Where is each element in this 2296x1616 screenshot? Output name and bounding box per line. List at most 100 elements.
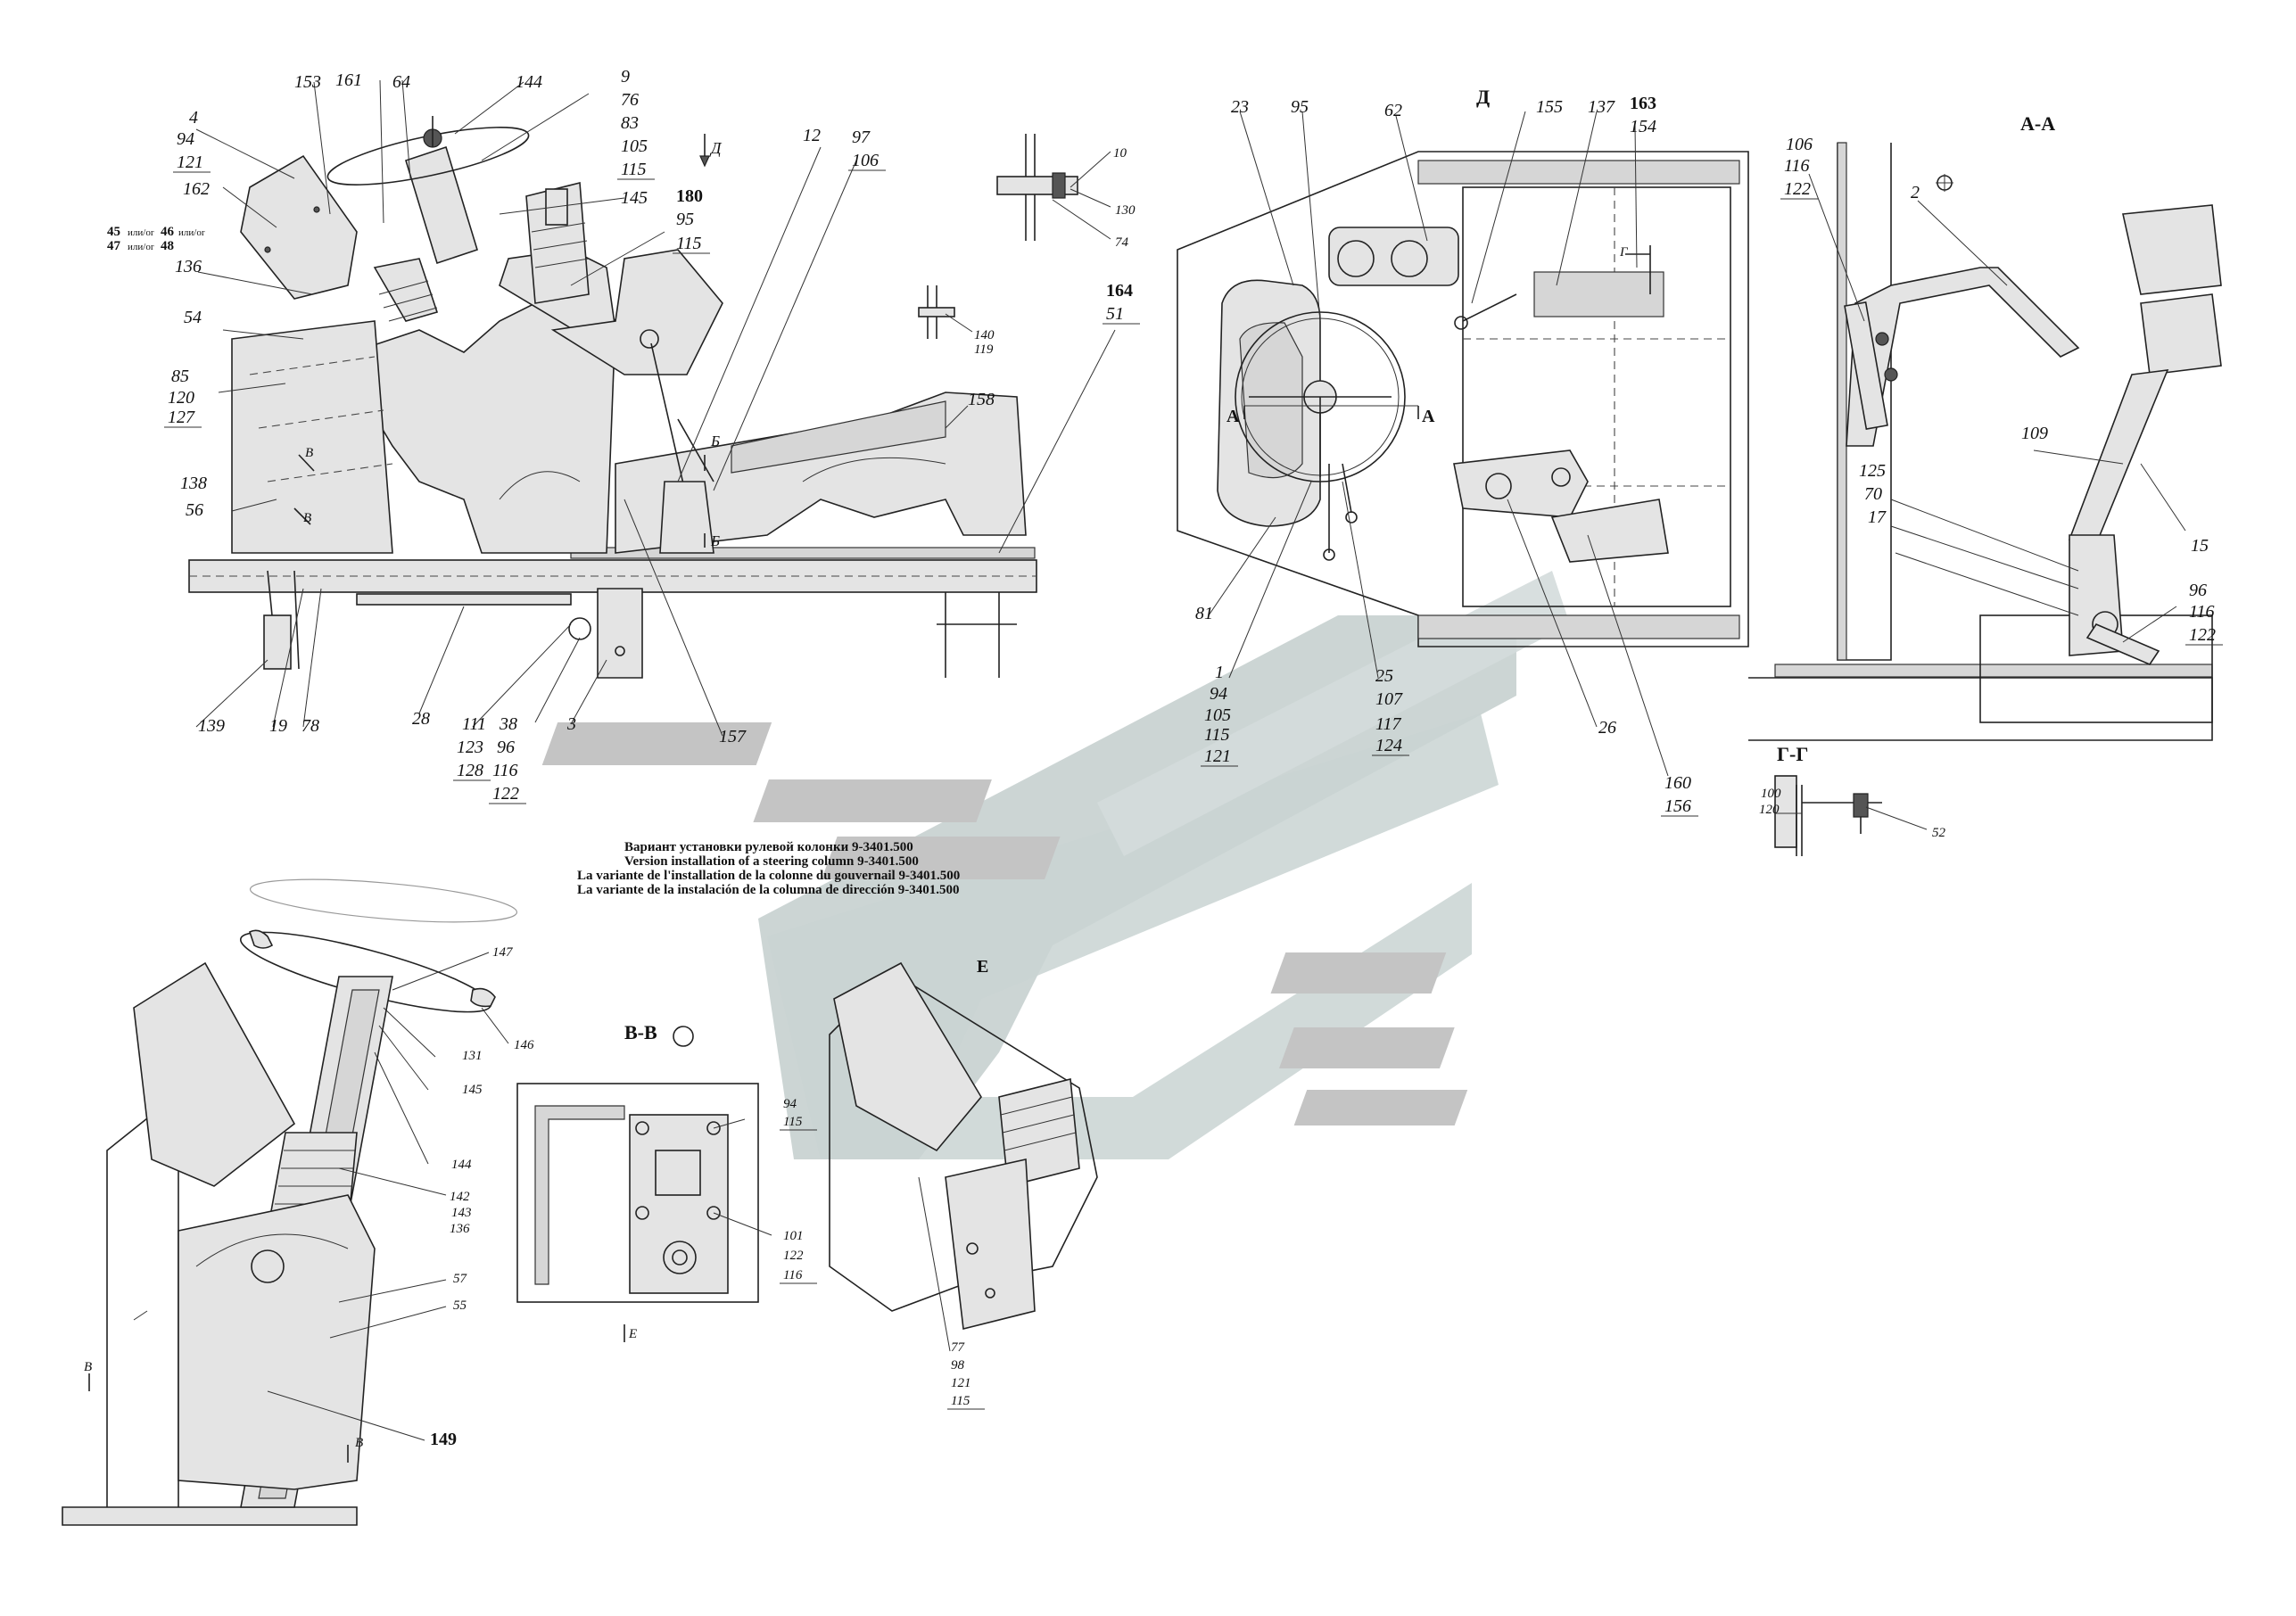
callout-c64: 64 bbox=[392, 72, 410, 92]
callout-c139: 139 bbox=[198, 716, 225, 736]
section-mark-v1: В bbox=[305, 446, 313, 460]
section-mark-v4: В bbox=[355, 1436, 363, 1450]
callout-c122d: 122 bbox=[783, 1249, 804, 1263]
callout-c115a: 115 bbox=[621, 160, 647, 179]
section-mark-v2: В bbox=[303, 511, 311, 525]
rear-tube-frame bbox=[937, 592, 1017, 678]
callout-c15: 15 bbox=[2191, 536, 2209, 556]
callout-c76: 76 bbox=[621, 90, 639, 110]
callout-c121c: 121 bbox=[951, 1376, 971, 1390]
callout-c116a: 116 bbox=[492, 761, 518, 780]
callout-c136a: 136 bbox=[175, 257, 202, 276]
callout-c78: 78 bbox=[301, 716, 319, 736]
callout-c140: 140 bbox=[974, 328, 995, 342]
callout-c149: 149 bbox=[430, 1430, 457, 1449]
callout-c163: 163 bbox=[1630, 94, 1656, 113]
callout-c2: 2 bbox=[1911, 183, 1920, 202]
callout-c164: 164 bbox=[1106, 281, 1133, 301]
callout-c28: 28 bbox=[412, 709, 430, 729]
callout-c115d: 115 bbox=[783, 1115, 803, 1129]
view-e-bellows bbox=[998, 1077, 1080, 1188]
callout-c145a: 145 bbox=[621, 188, 648, 208]
callout-c123: 123 bbox=[457, 738, 483, 757]
callout-c155: 155 bbox=[1536, 97, 1563, 117]
callout-c131: 131 bbox=[462, 1049, 483, 1063]
aa-universal-joint-upper bbox=[2122, 204, 2222, 295]
section-aa-drawing bbox=[1748, 142, 2222, 741]
callout-c117: 117 bbox=[1375, 714, 1402, 734]
callout-c105a: 105 bbox=[621, 136, 648, 156]
side-view-drawing bbox=[188, 116, 1037, 679]
callout-c51: 51 bbox=[1106, 304, 1124, 324]
control-console bbox=[550, 249, 723, 375]
callout-c1: 1 bbox=[1215, 663, 1224, 682]
callout-c52: 52 bbox=[1932, 826, 1946, 840]
callout-c180: 180 bbox=[676, 186, 703, 206]
callout-c25: 25 bbox=[1375, 666, 1393, 686]
vv-view-mark bbox=[673, 1026, 694, 1047]
svg-text:или/or: или/or bbox=[128, 242, 154, 252]
callout-c127: 127 bbox=[168, 408, 195, 427]
svg-text:Вариант установки рулевой коло: Вариант установки рулевой колонки 9-3401… bbox=[624, 840, 913, 854]
callout-c70: 70 bbox=[1864, 484, 1882, 504]
section-gg-drawing bbox=[1774, 775, 1928, 856]
callout-c96b: 96 bbox=[2189, 581, 2207, 600]
variant-steering-wheel-ghost bbox=[249, 878, 518, 923]
callout-c125: 125 bbox=[1859, 461, 1886, 481]
callout-c97: 97 bbox=[852, 128, 871, 147]
callout-c146: 146 bbox=[514, 1038, 534, 1052]
view-title-d: Д bbox=[1476, 86, 1490, 108]
callout-c121b: 121 bbox=[1204, 746, 1231, 766]
callout-c122a: 122 bbox=[492, 784, 519, 804]
callout-c26: 26 bbox=[1598, 718, 1616, 738]
cab-floor-outline bbox=[1177, 151, 1749, 647]
tie-rod bbox=[356, 593, 572, 606]
callout-c106a: 106 bbox=[852, 151, 879, 170]
callout-c136b: 136 bbox=[450, 1222, 470, 1236]
callout-c111: 111 bbox=[462, 714, 486, 734]
callout-c109: 109 bbox=[2021, 424, 2048, 443]
callout-c128: 128 bbox=[457, 761, 483, 780]
callout-c144b: 144 bbox=[451, 1158, 472, 1172]
watermark-bar-6 bbox=[1293, 1090, 1468, 1125]
section-aa-leaders bbox=[1808, 173, 2186, 643]
manufacturer-logo-watermark bbox=[541, 571, 1570, 1159]
callout-c105b: 105 bbox=[1204, 705, 1231, 725]
aa-universal-joint-lower bbox=[2140, 293, 2222, 375]
callout-c106b: 106 bbox=[1786, 135, 1813, 154]
top-view-leaders bbox=[1208, 111, 1669, 777]
callout-c115e: 115 bbox=[951, 1394, 970, 1408]
callout-c130: 130 bbox=[1115, 203, 1136, 218]
callout-c107: 107 bbox=[1375, 689, 1403, 709]
watermark-band bbox=[1097, 571, 1570, 856]
callout-c161: 161 bbox=[335, 70, 362, 90]
section-vv-drawing bbox=[516, 1026, 772, 1342]
view-title-e: Е bbox=[977, 957, 988, 977]
section-mark-b-bottom: Б bbox=[710, 532, 720, 549]
view-title-aa: А-А bbox=[2020, 112, 2055, 135]
svg-text:48: 48 bbox=[161, 239, 174, 253]
view-e-panel bbox=[833, 961, 982, 1152]
view-title-vv: В-В bbox=[624, 1021, 657, 1043]
callout-c74: 74 bbox=[1115, 235, 1129, 250]
svg-text:Version installation of a stee: Version installation of a steering colum… bbox=[624, 854, 919, 869]
callout-c96a: 96 bbox=[497, 738, 515, 757]
steering-column-boot bbox=[373, 258, 439, 322]
gear-lever-boot bbox=[659, 481, 714, 554]
callout-c153: 153 bbox=[294, 72, 321, 92]
svg-text:47: 47 bbox=[107, 239, 121, 253]
section-mark-v3: В bbox=[84, 1360, 92, 1374]
callout-c57: 57 bbox=[453, 1272, 468, 1286]
instrument-pod-top bbox=[1328, 227, 1459, 286]
callout-c17: 17 bbox=[1868, 507, 1887, 527]
callout-c138: 138 bbox=[180, 474, 207, 493]
tie-rod-joint bbox=[568, 617, 591, 640]
view-title-gg: Г-Г bbox=[1777, 743, 1808, 765]
callout-c116c: 116 bbox=[2189, 602, 2215, 622]
aa-plate bbox=[1844, 301, 1888, 430]
variant-column-cover bbox=[178, 1194, 376, 1490]
callout-c10: 10 bbox=[1113, 146, 1127, 161]
view-e-drawing bbox=[829, 961, 1098, 1352]
steering-wheel-top bbox=[1235, 311, 1406, 482]
